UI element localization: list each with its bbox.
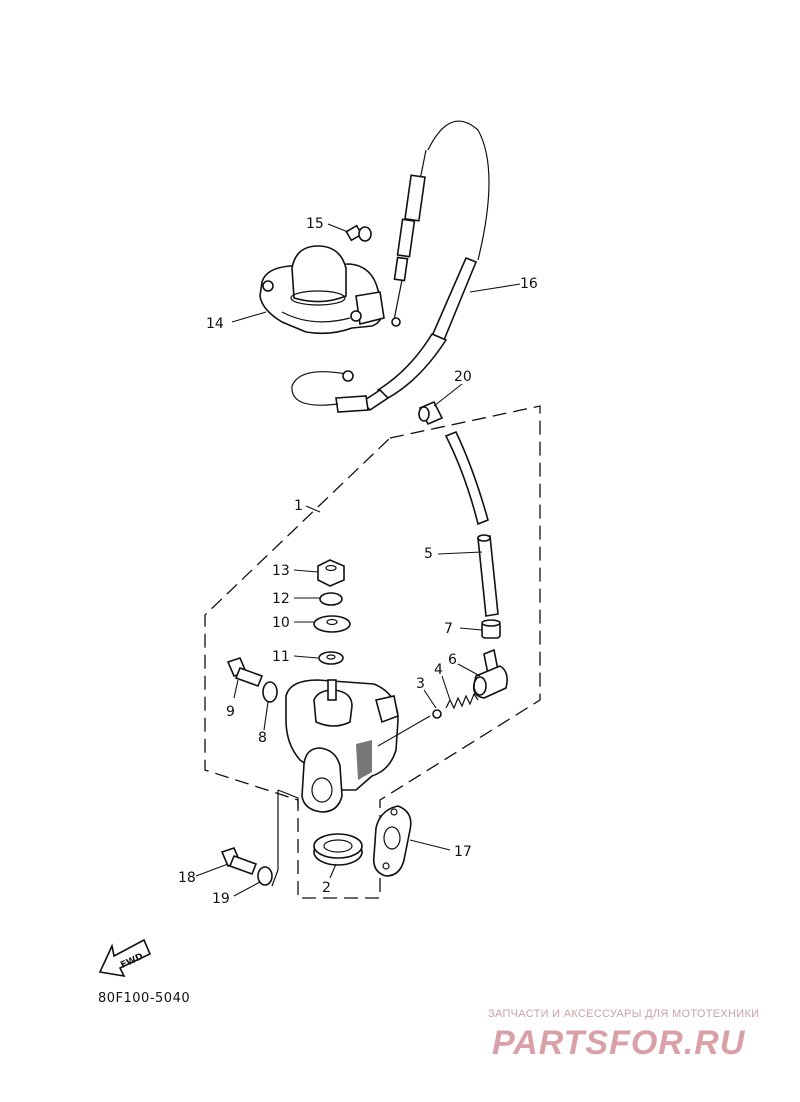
part-washer-10	[313, 615, 351, 633]
part-sleeve-20	[418, 400, 444, 426]
part-washer-12	[319, 592, 343, 606]
part-spring-4	[445, 692, 479, 710]
part-bolt-18	[220, 847, 258, 876]
callout-17: 17	[454, 844, 472, 860]
part-washer-11	[318, 651, 344, 665]
part-cover	[259, 245, 385, 335]
catalog-code: 80F100-5040	[98, 991, 191, 1006]
callout-3: 3	[416, 676, 425, 692]
callout-6: 6	[448, 652, 457, 668]
part-hose	[444, 430, 499, 617]
callout-2: 2	[322, 880, 331, 896]
callout-12: 12	[272, 591, 290, 607]
part-pump-body	[285, 679, 399, 813]
callout-15: 15	[306, 216, 324, 232]
callout-4: 4	[434, 662, 443, 678]
callout-7: 7	[444, 621, 453, 637]
callout-5: 5	[424, 546, 433, 562]
part-nut-13	[317, 559, 345, 587]
part-gasket-17	[372, 805, 412, 877]
part-washer-19	[257, 866, 273, 886]
callout-8: 8	[258, 730, 267, 746]
callout-14: 14	[206, 316, 224, 332]
part-clip-7	[481, 619, 501, 639]
callout-9: 9	[226, 704, 235, 720]
assembly-boundary	[204, 405, 541, 899]
fwd-arrow-icon: FWD	[98, 938, 152, 978]
callout-10: 10	[272, 615, 290, 631]
part-seal-2	[313, 833, 363, 866]
part-washer-8	[262, 681, 278, 703]
callout-19: 19	[212, 891, 230, 907]
part-bolt-9	[226, 657, 264, 688]
part-screw-15	[345, 224, 372, 242]
leader-lines	[195, 223, 521, 897]
callout-18: 18	[178, 870, 196, 886]
callout-20: 20	[454, 369, 472, 385]
callout-numbers: 15 14 16 20 1 5 13 12 10 11 7 6 4 3 9 8 …	[178, 216, 538, 907]
watermark-logo: PARTSFOR.RU	[492, 1024, 746, 1062]
watermark-caption: ЗАПЧАСТИ И АКСЕССУАРЫ ДЛЯ МОТОТЕХНИКИ	[488, 1008, 760, 1020]
callout-13: 13	[272, 563, 290, 579]
part-ball-3	[432, 709, 442, 719]
callout-1: 1	[294, 498, 303, 514]
callout-11: 11	[272, 649, 290, 665]
part-cable	[291, 120, 490, 413]
callout-16: 16	[520, 276, 538, 292]
part-fitting-6	[472, 648, 508, 699]
